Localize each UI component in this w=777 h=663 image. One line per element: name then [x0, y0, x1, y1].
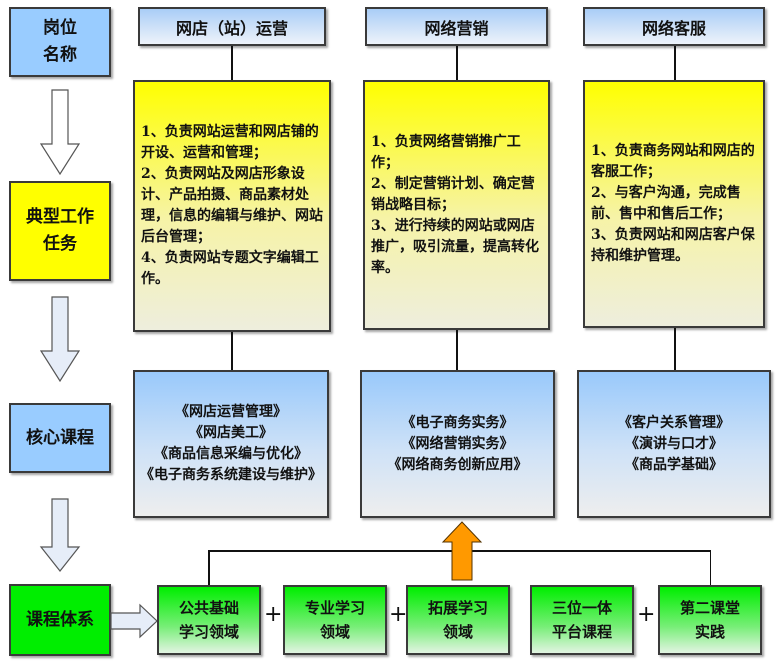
course-box-online-store: 《网店运营管理》 《网店美工》 《商品信息采编与优化》 《电子商务系统建设与维护…	[133, 370, 329, 518]
down-arrow-icon	[39, 89, 81, 176]
task-box-online-store: 1、负责网站运营和网店铺的开设、运营和管理； 2、负责网站及网店形象设计、产品拍…	[133, 80, 331, 332]
bracket-line	[710, 550, 711, 585]
down-arrow-icon	[39, 296, 81, 383]
column-header-network-marketing: 网络营销	[365, 7, 548, 46]
course-system-box: 课程体系	[9, 584, 111, 656]
core-courses-box: 核心课程	[9, 403, 111, 473]
plus-sign: +	[637, 602, 656, 627]
column-header-online-store: 网店（站）运营	[138, 7, 326, 46]
plus-sign: +	[389, 602, 408, 627]
bracket-line	[208, 550, 210, 585]
course-box-customer-service: 《客户关系管理》 《演讲与口才》 《商品学基础》	[577, 370, 771, 518]
down-arrow-icon	[39, 498, 81, 572]
job-title-box: 岗位 名称	[9, 7, 111, 77]
up-arrow-icon	[441, 521, 483, 581]
typical-tasks-box: 典型工作 任务	[9, 181, 111, 281]
connector-line	[231, 332, 233, 370]
course-area-second-classroom: 第二课堂 实践	[658, 585, 762, 655]
course-box-network-marketing: 《电子商务实务》 《网络营销实务》 《网络商务创新应用》	[360, 370, 555, 518]
plus-sign: +	[264, 602, 283, 627]
connector-line	[674, 328, 676, 370]
course-area-extension: 拓展学习 领域	[406, 585, 510, 655]
connector-line	[231, 46, 233, 80]
connector-line	[674, 46, 676, 80]
course-area-professional: 专业学习 领域	[283, 585, 387, 655]
connector-line	[456, 330, 458, 370]
task-box-customer-service: 1、负责商务网站和网店的客服工作； 2、与客户沟通，完成售前、售中和售后工作； …	[583, 80, 765, 328]
column-header-customer-service: 网络客服	[583, 7, 765, 46]
course-area-public-basic: 公共基础 学习领域	[157, 585, 261, 655]
right-arrow-icon	[110, 603, 158, 639]
course-area-trinity-platform: 三位一体 平台课程	[530, 585, 634, 655]
task-box-network-marketing: 1、负责网络营销推广工作； 2、制定营销计划、确定营销战略目标； 3、进行持续的…	[363, 80, 550, 330]
connector-line	[456, 46, 458, 80]
